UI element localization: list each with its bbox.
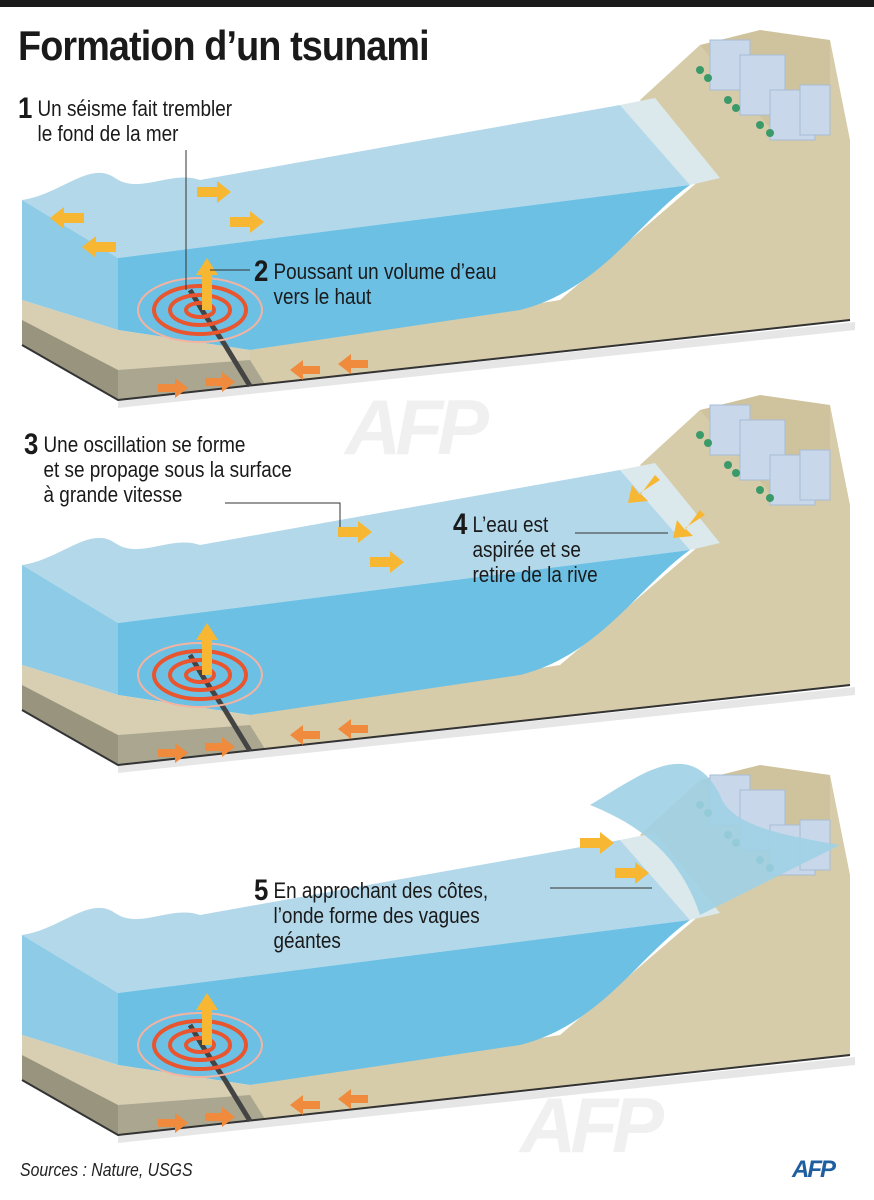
sources-credit: Sources : Nature, USGS [20, 1160, 193, 1180]
step-text-line: aspirée et se [472, 537, 581, 562]
step-number: 1 [18, 92, 33, 125]
step-text-line: L’eau est [472, 512, 549, 537]
top-bar [0, 0, 874, 7]
step-text-line: l’onde forme des vagues [273, 903, 480, 928]
page-title: Formation d’un tsunami [18, 22, 430, 69]
panel-1 [22, 30, 855, 408]
step-text-line: Un séisme fait trembler [37, 96, 233, 121]
step-text-line: Une oscillation se forme [43, 432, 246, 457]
step-text-line: géantes [273, 928, 341, 953]
step-number: 5 [254, 874, 269, 907]
step-number: 2 [254, 255, 269, 288]
afp-watermark: AFP [345, 383, 489, 471]
step-text-line: vers le haut [273, 284, 372, 309]
panel-2 [22, 395, 855, 773]
step-text-line: En approchant des côtes, [273, 878, 489, 903]
step-text-line: à grande vitesse [43, 482, 183, 507]
afp-logo: AFP [792, 1156, 836, 1183]
step-number: 4 [453, 508, 468, 541]
step-text-line: retire de la rive [472, 562, 598, 587]
panel-3 [22, 764, 855, 1143]
step-number: 3 [24, 428, 39, 461]
step-text-line: le fond de la mer [37, 121, 179, 146]
step-text-line: Poussant un volume d’eau [273, 259, 497, 284]
step-text-line: et se propage sous la surface [43, 457, 292, 482]
afp-watermark: AFP [520, 1081, 664, 1169]
